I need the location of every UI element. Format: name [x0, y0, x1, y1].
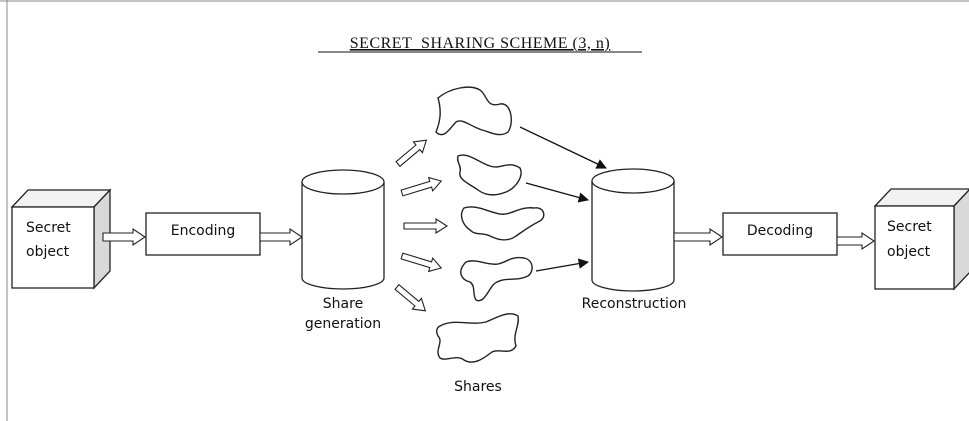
share-to-reconstruction-arrow	[519, 126, 607, 169]
encoding-label: Encoding	[171, 223, 236, 239]
share-distribution-arrow	[403, 217, 449, 235]
diagram-title: SECRET SHARING SCHEME (3, n)	[350, 35, 610, 52]
reconstruction-label: Reconstruction	[582, 296, 687, 312]
share-fragment	[456, 154, 522, 196]
arrow-to-secret-output	[836, 231, 875, 251]
decoding-box: Decoding	[722, 212, 838, 256]
share-generation-cylinder	[301, 169, 385, 290]
share-fragment	[435, 313, 520, 363]
share-to-reconstruction-arrow	[525, 182, 590, 203]
share-distribution-arrow	[400, 176, 443, 197]
arrow-to-decoding	[673, 227, 723, 247]
decoding-label: Decoding	[747, 223, 813, 239]
shares-label: Shares	[454, 379, 502, 395]
arrow-to-share-generation	[259, 227, 303, 247]
share-fragment	[460, 206, 545, 241]
share-fragment	[435, 86, 512, 136]
share-generation-label-1: Share	[323, 296, 363, 312]
secret-object-input-cube: Secret object	[10, 188, 112, 290]
secret-object-output-cube: Secret object	[873, 188, 969, 291]
encoding-box: Encoding	[145, 212, 261, 256]
share-distribution-arrow	[400, 252, 443, 273]
secret-object-output-label-2: object	[887, 244, 931, 260]
share-generation-label-2: generation	[305, 316, 381, 332]
share-distribution-arrow	[395, 139, 428, 168]
share-distribution-arrow	[394, 283, 427, 312]
secret-object-input-label-1: Secret	[26, 220, 71, 236]
share-to-reconstruction-arrow	[535, 258, 590, 272]
secret-object-input-label-2: object	[26, 244, 70, 260]
reconstruction-cylinder	[591, 168, 675, 292]
share-fragment	[460, 256, 533, 302]
arrow-to-encoding	[102, 227, 146, 247]
secret-object-output-label-1: Secret	[887, 219, 932, 235]
